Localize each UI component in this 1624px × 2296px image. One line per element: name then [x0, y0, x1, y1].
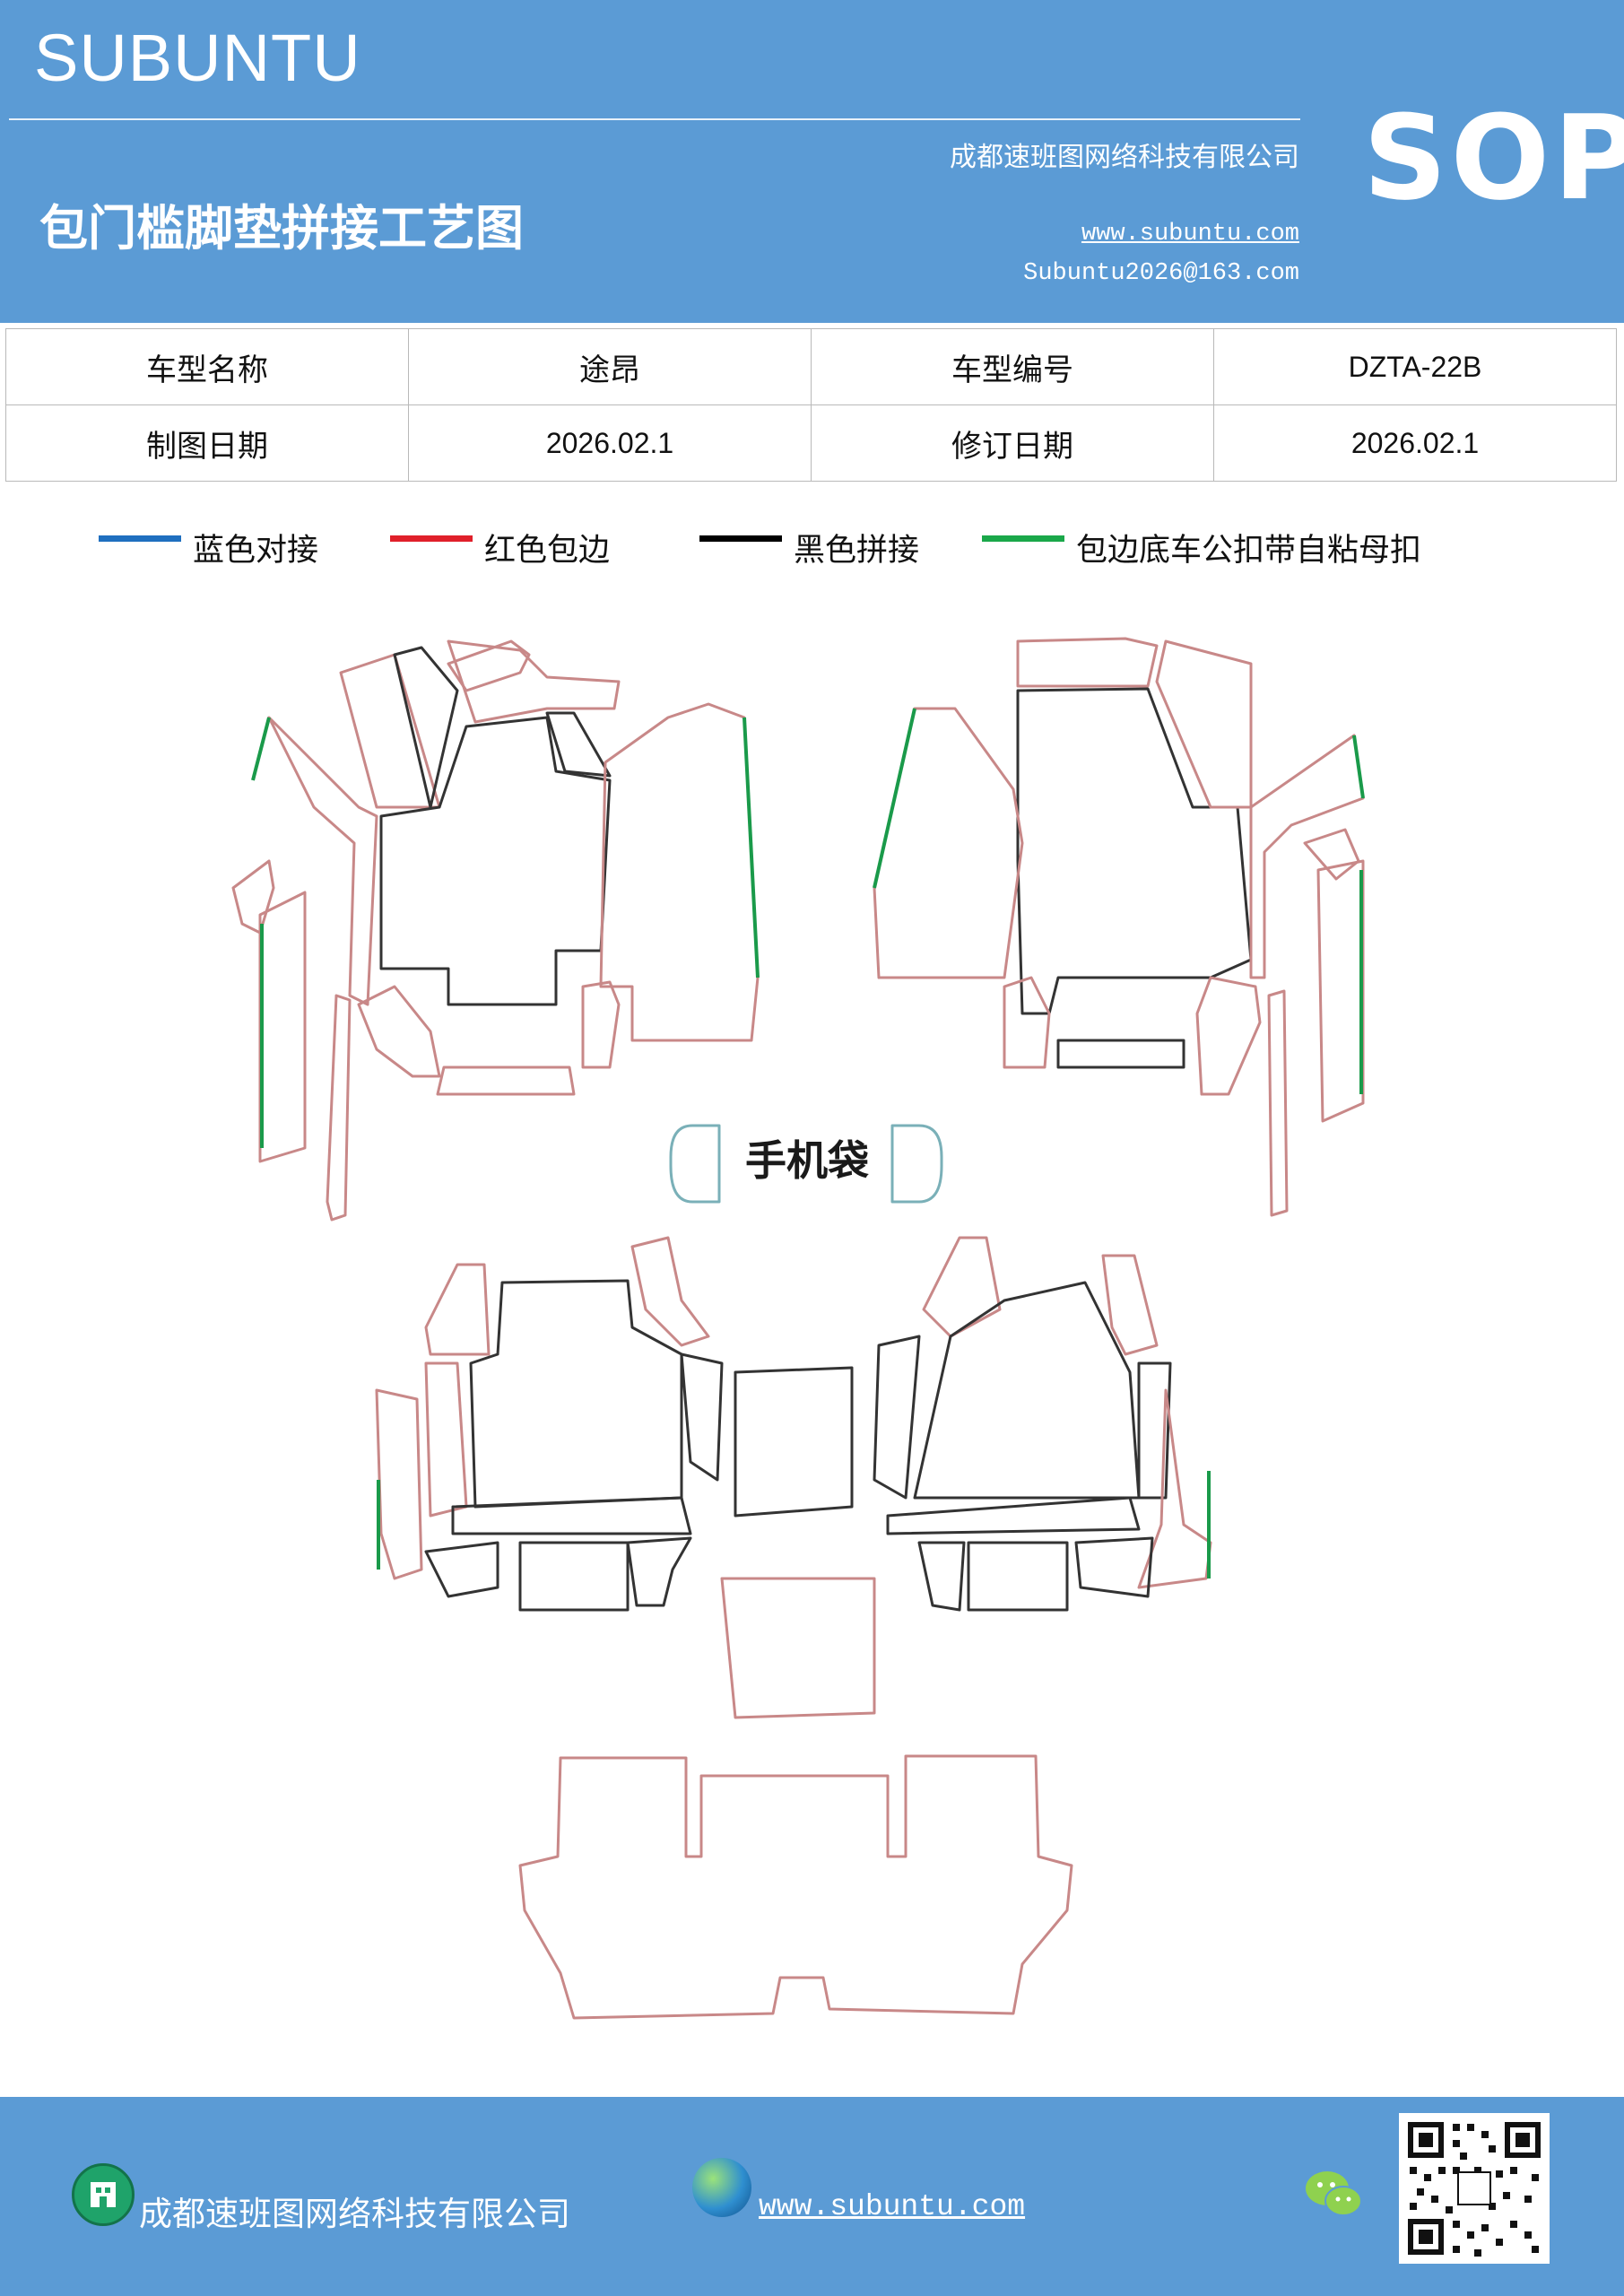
legend-label: 包边底车公扣带自粘母扣 [1076, 533, 1422, 569]
table-cell: DZTA-22B [1213, 328, 1617, 405]
mat-piece [424, 1361, 468, 1518]
phone-bag-pieces [669, 1124, 943, 1204]
mat-edge-velcro [251, 717, 271, 781]
phone-bag-right [890, 1124, 943, 1204]
phone-bag-left [669, 1124, 721, 1204]
mat-piece [873, 1335, 921, 1500]
mat-piece [1137, 1361, 1172, 1500]
legend-label: 红色包边 [484, 533, 611, 569]
mat-piece [581, 980, 621, 1069]
footer-banner: 成都速班图网络科技有限公司 www.subuntu.com [0, 2097, 1624, 2296]
mat-piece [873, 707, 1024, 979]
mat-piece [1155, 639, 1253, 809]
table-cell: 修订日期 [811, 404, 1214, 482]
mat-piece [231, 859, 275, 935]
legend-swatch [982, 535, 1064, 542]
mat-piece [518, 1754, 1073, 2020]
mat-piece [518, 1541, 630, 1612]
mat-piece [626, 1536, 692, 1607]
mat-edge-velcro [1352, 735, 1365, 799]
mat-piece [267, 716, 378, 1006]
floor-mat-pattern-diagram: 手机袋 [231, 637, 1365, 2020]
header-email: Subuntu2026@163.com [1023, 260, 1299, 287]
mat-piece [599, 702, 760, 1042]
mat-piece [436, 1065, 576, 1096]
front-left-mat-group [231, 639, 760, 1222]
third-row-mat [518, 1754, 1073, 2020]
mat-piece [424, 1263, 491, 1356]
building-icon [72, 2163, 135, 2226]
table-cell: 车型编号 [811, 328, 1214, 405]
mat-piece [630, 1236, 710, 1347]
mat-piece [447, 639, 621, 724]
mat-piece [917, 1541, 966, 1612]
front-right-mat-group [873, 637, 1365, 1217]
mat-piece [734, 1366, 854, 1518]
mat-edge-velcro [743, 717, 760, 978]
mat-piece [357, 985, 441, 1078]
wechat-icon[interactable] [1302, 2167, 1365, 2221]
mat-piece [922, 1236, 1002, 1338]
mat-piece [1101, 1254, 1159, 1356]
table-cell: 途昂 [408, 328, 812, 405]
table-cell: 2026.02.1 [408, 404, 812, 482]
mat-piece [379, 716, 612, 1006]
legend-label: 黑色拼接 [794, 533, 920, 569]
mat-piece [1267, 989, 1289, 1217]
mat-piece [258, 891, 307, 1163]
mat-piece [1137, 1388, 1212, 1589]
mat-piece [680, 1352, 724, 1482]
mat-piece [886, 1496, 1141, 1535]
mat-piece [424, 1541, 499, 1598]
mat-piece [451, 1496, 692, 1535]
globe-icon [692, 2158, 751, 2217]
table-cell: 制图日期 [5, 404, 409, 482]
mat-piece [720, 1577, 876, 1719]
mat-piece [326, 994, 352, 1222]
mat-piece [1249, 734, 1365, 979]
document-title: 包门槛脚垫拼接工艺图 [39, 199, 524, 257]
phone-bag-label: 手机袋 [745, 1136, 869, 1185]
mat-piece [545, 711, 612, 778]
header-divider [9, 118, 1300, 120]
mat-piece [1016, 637, 1159, 688]
mat-piece [375, 1388, 423, 1580]
mat-piece [967, 1541, 1069, 1612]
mat-piece [1074, 1536, 1154, 1598]
table-row: 制图日期 2026.02.1 修订日期 2026.02.1 [5, 404, 1617, 482]
mat-piece [1303, 828, 1360, 881]
header-website-link[interactable]: www.subuntu.com [1081, 221, 1299, 248]
brand-logo-text: SUBUNTU [34, 21, 361, 95]
mat-piece [1316, 859, 1365, 1123]
mat-piece [1056, 1039, 1185, 1069]
table-cell: 车型名称 [5, 328, 409, 405]
footer-company-name: 成都速班图网络科技有限公司 [139, 2195, 570, 2233]
footer-website-link[interactable]: www.subuntu.com [759, 2190, 1026, 2223]
header-banner: SUBUNTU 包门槛脚垫拼接工艺图 成都速班图网络科技有限公司 www.sub… [0, 0, 1624, 323]
mat-piece [1016, 687, 1253, 1015]
table-cell: 2026.02.1 [1213, 404, 1617, 482]
legend-swatch [390, 535, 473, 542]
qr-code[interactable] [1399, 2113, 1550, 2264]
vehicle-info-table: 车型名称 途昂 车型编号 DZTA-22B 制图日期 2026.02.1 修订日… [5, 328, 1617, 482]
second-row-mat-group [375, 1236, 1212, 1719]
sop-badge: SOP [1363, 90, 1624, 226]
header-company-name: 成都速班图网络科技有限公司 [950, 142, 1299, 173]
legend-swatch [99, 535, 181, 542]
legend-swatch [699, 535, 782, 542]
mat-edge-velcro [873, 708, 916, 889]
table-row: 车型名称 途昂 车型编号 DZTA-22B [5, 328, 1617, 405]
mat-piece [393, 646, 459, 809]
mat-piece [1195, 976, 1262, 1096]
mat-piece [913, 1281, 1141, 1500]
mat-piece [1003, 976, 1051, 1069]
legend-label: 蓝色对接 [193, 533, 319, 569]
